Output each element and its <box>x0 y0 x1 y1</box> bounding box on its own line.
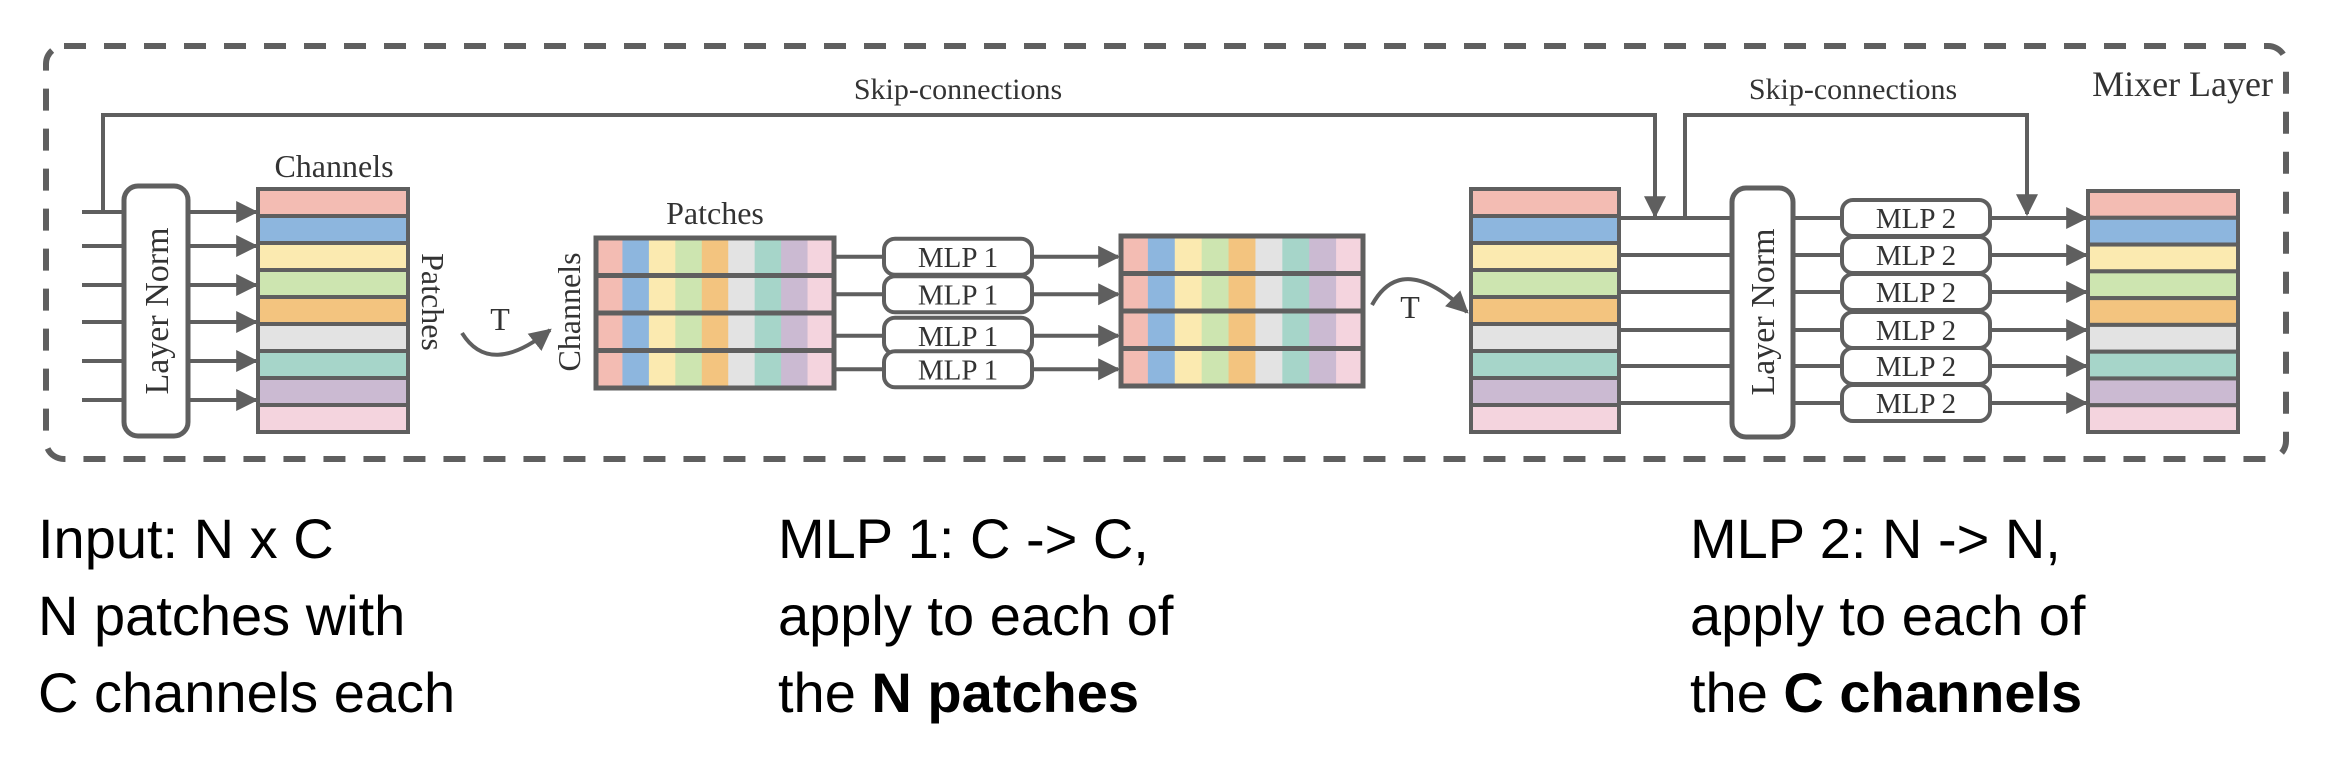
transposed-grid-before-mlp1 <box>593 235 837 391</box>
token-row <box>1469 214 1621 245</box>
caption-line: N patches with <box>38 584 406 647</box>
token-row <box>1469 295 1621 326</box>
mlp1-label: MLP 1 <box>918 321 998 353</box>
caption-line: the C channels <box>1690 654 2085 731</box>
caption-line: MLP 2: N -> N, <box>1690 507 2061 570</box>
grid1-channels-label: Channels <box>551 252 587 371</box>
caption-emphasis: N patches <box>871 661 1140 724</box>
caption-text: the <box>778 661 872 724</box>
token-row <box>2086 189 2240 220</box>
transpose-arrow-1: T <box>460 301 552 357</box>
token-row <box>256 268 410 299</box>
mlp2-box <box>1840 383 1992 423</box>
token-row <box>256 349 410 380</box>
caption-line: the N patches <box>778 654 1173 731</box>
caption-line: apply to each of <box>778 584 1174 647</box>
token-row <box>2086 242 2240 274</box>
skip-connections-label-2: Skip-connections <box>1749 73 1957 106</box>
caption-line: Input: N x C <box>38 507 334 570</box>
caption-mlp2: MLP 2: N -> N, apply to each of the C ch… <box>1690 500 2085 731</box>
token-row <box>256 295 410 326</box>
layer-norm-1: Layer Norm <box>121 183 191 439</box>
mlp2-block: MLP 2 <box>1840 235 1992 275</box>
skip-connections-label-1: Skip-connections <box>854 73 1062 106</box>
caption-line: apply to each of <box>1690 584 2086 647</box>
output-token-stack <box>2086 189 2240 435</box>
svg-text:Layer Norm: Layer Norm <box>139 227 176 394</box>
mlp2-block: MLP 2 <box>1840 198 1992 238</box>
grid1-patches-label: Patches <box>666 195 764 231</box>
mlp2-label: MLP 2 <box>1876 240 1956 272</box>
token-row <box>2086 269 2240 301</box>
stack1-channels-label: Channels <box>274 148 393 184</box>
caption-emphasis: C channels <box>1783 661 2083 724</box>
caption-line: C channels each <box>38 661 456 724</box>
mlp2-block: MLP 2 <box>1840 346 1992 386</box>
token-row <box>256 403 410 434</box>
token-row <box>1469 403 1621 434</box>
transposed-grid-after-mlp1 <box>1118 233 1366 389</box>
caption-line: MLP 1: C -> C, <box>778 507 1149 570</box>
mlp2-label: MLP 2 <box>1876 315 1956 347</box>
mlp2-block: MLP 2 <box>1840 310 1992 350</box>
token-row <box>1469 187 1621 218</box>
token-row <box>1469 349 1621 380</box>
layer-norm-2: Layer Norm <box>1729 185 1796 440</box>
token-row <box>256 214 410 245</box>
token-row <box>256 241 410 272</box>
token-stack-after-transpose <box>1469 187 1621 434</box>
mlp1-block: MLP 1 <box>882 274 1034 315</box>
mlp2-label: MLP 2 <box>1876 351 1956 383</box>
mlp1-box <box>882 274 1034 315</box>
grid-border <box>593 235 837 391</box>
token-row <box>2086 403 2240 435</box>
token-row <box>2086 296 2240 327</box>
stack1-patches-label: Patches <box>415 253 451 351</box>
mlp2-label: MLP 2 <box>1876 203 1956 235</box>
caption-text: the <box>1690 661 1784 724</box>
mlp2-label: MLP 2 <box>1876 388 1956 420</box>
input-token-stack <box>256 187 410 434</box>
token-row <box>2086 349 2240 381</box>
svg-text:T: T <box>1400 289 1420 325</box>
token-row <box>256 322 410 353</box>
mlp2-block: MLP 2 <box>1840 383 1992 423</box>
mlp2-block: MLP 2 <box>1840 272 1992 312</box>
mlp2-label: MLP 2 <box>1876 277 1956 309</box>
token-row <box>2086 376 2240 408</box>
mixer-layer-frame <box>43 43 2289 462</box>
mlp1-label: MLP 1 <box>918 242 998 274</box>
mlp1-block: MLP 1 <box>882 349 1034 390</box>
skip-connection-2 <box>1683 113 2038 218</box>
mlp-mixer-diagram: Mixer Layer Skip-connections Skip-connec… <box>43 43 2289 462</box>
token-row <box>256 187 410 218</box>
mlp1-block: MLP 1 <box>882 315 1034 356</box>
caption-input: Input: N x C N patches with C channels e… <box>38 500 455 731</box>
mixer-layer-label: Mixer Layer <box>2092 64 2273 104</box>
token-row <box>256 376 410 407</box>
mlp2-blocks: MLP 2 MLP 2 MLP 2 MLP 2 MLP 2 MLP 2 <box>1840 198 1992 423</box>
mlp1-label: MLP 1 <box>918 354 998 386</box>
token-row <box>2086 322 2240 354</box>
mlp1-block: MLP 1 <box>882 236 1034 277</box>
token-row <box>1469 322 1621 353</box>
grid-border <box>1118 233 1366 389</box>
token-row <box>1469 268 1621 299</box>
transpose-arrow-2: T <box>1370 277 1469 325</box>
mlp1-label: MLP 1 <box>918 279 998 311</box>
token-row <box>1469 376 1621 407</box>
skip-connection-1 <box>101 113 1666 219</box>
svg-text:Layer Norm: Layer Norm <box>1745 228 1782 395</box>
token-row <box>1469 241 1621 272</box>
token-row <box>2086 215 2240 247</box>
mlp1-box <box>882 349 1034 390</box>
svg-text:T: T <box>490 301 510 337</box>
caption-mlp1: MLP 1: C -> C, apply to each of the N pa… <box>778 500 1173 731</box>
